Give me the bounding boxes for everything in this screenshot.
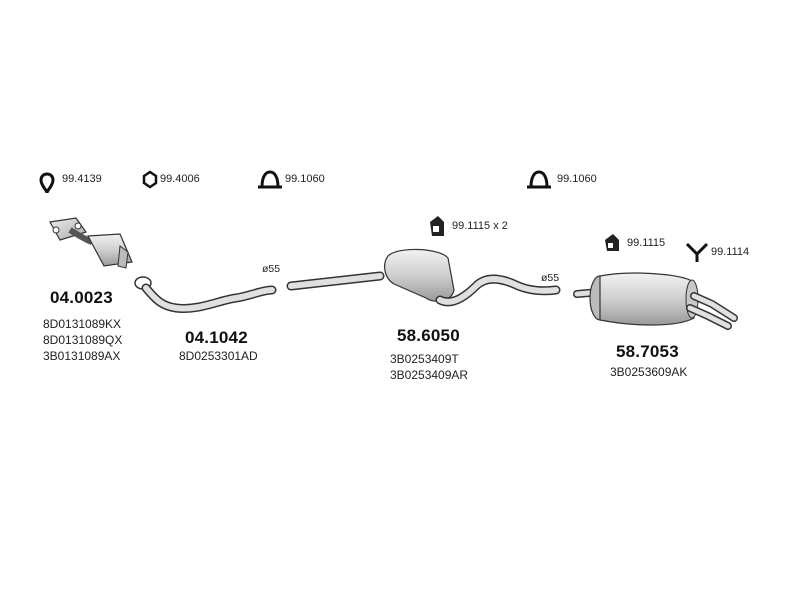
u-clamp-icon-2	[527, 170, 551, 189]
part-number-middle-silencer: 58.6050	[397, 326, 460, 345]
hardware-label-99-4139: 99.4139	[62, 173, 102, 185]
rubber-mount-icon-2	[605, 234, 619, 251]
hardware-label-99-4006: 99.4006	[160, 173, 200, 185]
oem-list-catalyst: 8D0131089KX 8D0131089QX 3B0131089AX	[43, 316, 122, 364]
hardware-label-99-1114: 99.1114	[711, 246, 750, 258]
oem-number: 3B0253409T	[390, 352, 459, 366]
hardware-quantity: x 2	[493, 220, 508, 232]
oem-number: 8D0253301AD	[179, 349, 258, 363]
oem-number: 3B0131089AX	[43, 349, 121, 363]
front-pipe-drawing	[134, 276, 277, 314]
oem-number: 8D0131089QX	[43, 333, 123, 347]
diameter-label-2: ø55	[541, 272, 560, 284]
oem-number: 3B0253609AK	[610, 365, 688, 379]
rear-silencer-drawing	[573, 272, 738, 330]
hardware-label-99-1060-a: 99.1060	[285, 173, 325, 185]
part-number-front-pipe: 04.1042	[185, 328, 248, 347]
catalytic-converter-drawing	[49, 217, 133, 269]
clamp-bracket-icon	[39, 172, 55, 194]
rubber-mount-icon	[430, 216, 444, 236]
ring-gasket-icon	[142, 170, 158, 189]
part-number-rear-silencer: 58.7053	[616, 342, 679, 361]
part-number-catalyst: 04.0023	[50, 288, 113, 307]
oem-list-front-pipe: 8D0253301AD	[179, 348, 258, 364]
oem-number: 8D0131089KX	[43, 317, 122, 331]
diameter-label-1: ø55	[262, 263, 281, 275]
oem-list-rear-silencer: 3B0253609AK	[610, 364, 687, 380]
middle-silencer-drawing	[286, 248, 561, 307]
hardware-label-99-1115-b: 99.1115	[627, 237, 666, 249]
hardware-label-99-1115-a: 99.1115 x 2	[452, 220, 508, 232]
oem-list-middle-silencer: 3B0253409T 3B0253409AR	[390, 351, 468, 383]
hardware-number: 99.1115	[452, 220, 491, 232]
hardware-label-99-1060-b: 99.1060	[557, 173, 597, 185]
oem-number: 3B0253409AR	[390, 368, 469, 382]
u-clamp-icon	[258, 170, 282, 189]
hanger-icon	[685, 242, 709, 262]
